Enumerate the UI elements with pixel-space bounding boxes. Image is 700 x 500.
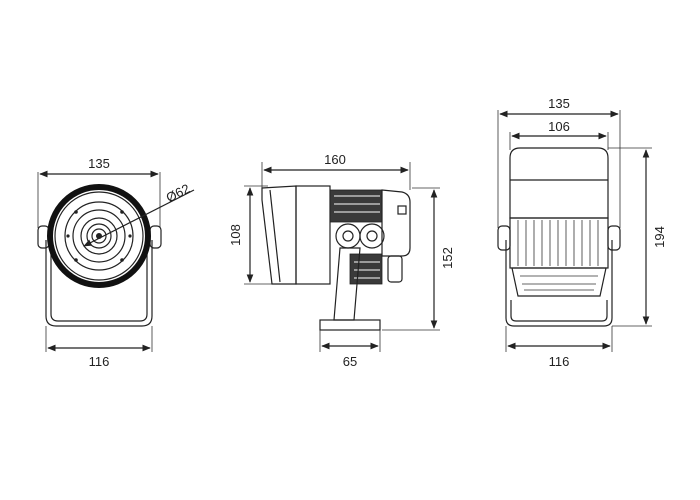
back-height-label: 194 [652, 226, 667, 248]
side-knob-left [335, 223, 361, 249]
side-height-right-label: 152 [440, 247, 455, 269]
side-fins-bottom [349, 253, 383, 285]
back-dome [509, 147, 609, 219]
front-bracket [45, 240, 153, 327]
front-view: 135 Ø62 116 [37, 156, 195, 369]
back-right-knob [607, 225, 621, 251]
side-height-left-label: 108 [228, 224, 243, 246]
front-width-bottom-label: 116 [89, 354, 110, 369]
back-width-inner-label: 106 [548, 119, 570, 134]
back-fins [509, 217, 609, 269]
side-base-width-label: 65 [343, 354, 357, 369]
side-hood [261, 185, 297, 285]
front-width-top-label: 135 [88, 156, 110, 171]
side-cable-gland [387, 255, 403, 283]
back-left-knob [497, 225, 511, 251]
diameter-leader [83, 189, 195, 247]
side-rear-cap [381, 189, 411, 257]
back-width-bottom-label: 116 [549, 354, 570, 369]
side-length-label: 160 [324, 152, 346, 167]
side-fins-top [329, 189, 383, 223]
back-width-outer-label: 135 [548, 96, 570, 111]
front-diameter-label: Ø62 [164, 181, 193, 206]
back-bracket [505, 240, 613, 327]
side-view: 160 108 152 [228, 152, 455, 369]
side-knob-right [359, 223, 385, 249]
back-grille [511, 267, 607, 297]
side-base [319, 319, 381, 331]
back-view: 135 106 194 [497, 96, 667, 369]
side-body [295, 185, 331, 285]
